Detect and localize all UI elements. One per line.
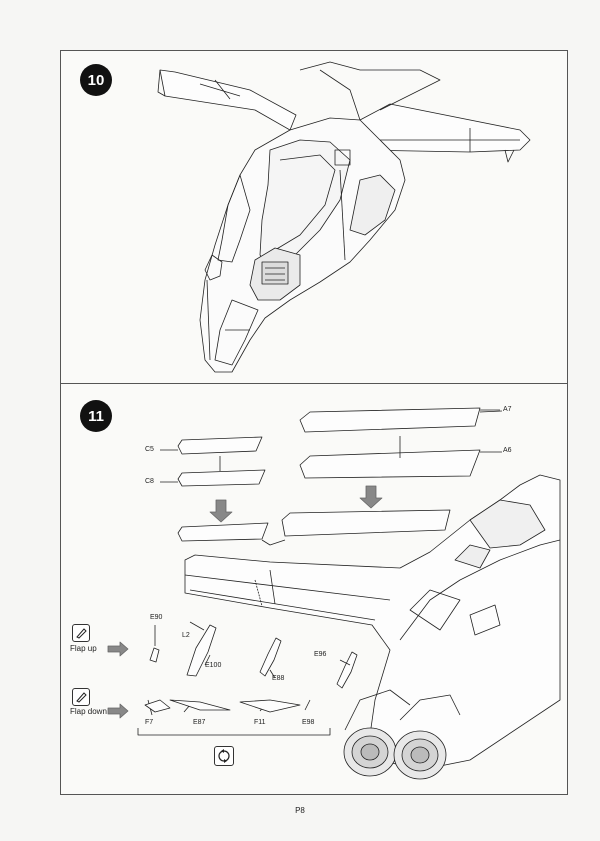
part-label-e98: E98: [302, 719, 315, 726]
flap-up-label: Flap up: [70, 644, 97, 653]
flap-down-label: Flap down: [70, 707, 107, 716]
part-label-e87: E87: [193, 719, 206, 726]
part-label-a7: A7: [503, 406, 512, 413]
step-divider: [60, 383, 568, 384]
part-label-f11: F11: [254, 719, 266, 726]
part-label-e90: E90: [150, 614, 163, 621]
step-10-aircraft: [157, 61, 531, 373]
part-label-a6: A6: [503, 447, 512, 454]
step-11-badge: 11: [80, 400, 112, 432]
page-number: P8: [295, 806, 305, 815]
part-label-e100: E100: [205, 662, 222, 669]
part-label-e96: E96: [314, 651, 327, 658]
glue-tube-icon: [72, 688, 90, 706]
part-label-f7: F7: [145, 719, 154, 726]
choice-arrows-icon: [214, 746, 234, 766]
part-label-c5: C5: [145, 446, 154, 453]
part-label-e88: E88: [272, 675, 285, 682]
glue-tube-icon: [72, 624, 90, 642]
part-label-c8: C8: [145, 478, 154, 485]
step-10-badge: 10: [80, 64, 112, 96]
part-label-l2: L2: [182, 632, 190, 639]
